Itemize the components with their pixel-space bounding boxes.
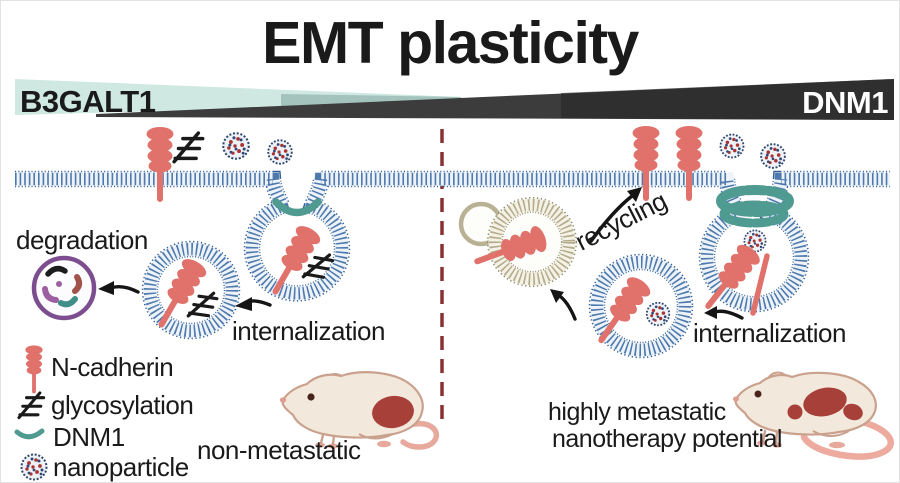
recycling-feed-arrow — [550, 289, 577, 321]
mouse-nose — [733, 396, 739, 402]
legend-label: DNM1 — [53, 422, 125, 452]
mouse-foot — [829, 441, 845, 449]
expression-gradient-band: B3GALT1 DNM1 — [15, 79, 894, 120]
legend-item-glycosylation: glycosylation — [17, 390, 194, 420]
mouse-non-metastatic — [279, 371, 439, 450]
mouse-tail — [400, 421, 439, 450]
legend-item-dnm1: DNM1 — [14, 422, 125, 452]
tumor-patch — [843, 403, 863, 421]
internalization-arrow-left — [235, 297, 272, 311]
plasma-membrane — [15, 170, 890, 313]
metastatic-caption-line1: highly metastatic — [548, 398, 726, 426]
header: EMT plasticity B3GALT1 DNM1 — [15, 10, 894, 120]
degraded-fragment — [56, 281, 62, 287]
lysosome — [31, 255, 97, 321]
mouse-foot — [328, 443, 338, 449]
nanoparticle-icon — [222, 132, 250, 160]
membrane-striations — [15, 172, 890, 311]
nanoparticle-icon — [760, 143, 786, 169]
degraded-fragment — [58, 296, 78, 308]
n-cadherin-stem — [750, 253, 770, 316]
dnm1-helix-right — [716, 185, 794, 228]
degraded-fragment — [42, 286, 59, 303]
degradation-arrow — [98, 281, 140, 295]
recycling-endosome — [487, 197, 577, 287]
mouse-eye — [754, 390, 762, 398]
legend-item-nanoparticle: nanoparticle — [20, 452, 189, 482]
internalization-arrow-right — [704, 306, 744, 320]
mouse-front-legs — [761, 429, 779, 445]
dnm1-icon — [14, 428, 45, 440]
mouse-tail — [800, 417, 894, 460]
internalization-label-left: internalization — [232, 316, 385, 346]
legend-label: glycosylation — [51, 390, 193, 420]
mouse-hind-leg — [358, 433, 394, 440]
mouse-highly-metastatic — [733, 371, 894, 460]
glycosylation-icon — [172, 131, 205, 164]
page-title: EMT plasticity — [262, 10, 639, 76]
left-panel: degradation internalization non-metastat… — [16, 127, 439, 465]
internalization-label-right: internalization — [693, 318, 846, 348]
dnm1-ring-left — [272, 198, 322, 217]
dnm1-wedge-tip-shade — [561, 79, 894, 120]
mouse-foot — [772, 442, 782, 448]
non-metastatic-caption: non-metastatic — [197, 435, 361, 465]
nanoparticle-icon — [267, 139, 293, 165]
b3galt1-label: B3GALT1 — [20, 84, 156, 119]
metastatic-caption-line2: nanotherapy potential — [552, 425, 782, 453]
legend-item-n-cadherin: N-cadherin — [25, 345, 174, 394]
legend-label: N-cadherin — [51, 352, 173, 382]
nanoparticle-icon — [645, 301, 671, 327]
nanoparticle-icon — [20, 453, 48, 481]
tumor-patch — [372, 395, 414, 429]
mouse-hind-leg — [812, 430, 850, 437]
mouse-nose — [279, 397, 287, 403]
mouse-foot — [315, 442, 325, 448]
degraded-fragment — [72, 274, 83, 294]
tumor-patch — [787, 404, 803, 420]
legend: N-cadherin glycosylation DNM1 nanopartic… — [14, 345, 194, 482]
n-cadherin-icon — [25, 345, 43, 394]
legend-label: nanoparticle — [53, 452, 189, 482]
recycling-arrow — [589, 187, 642, 243]
dnm1-label: DNM1 — [802, 85, 888, 120]
recycling-label: recycling — [570, 185, 671, 256]
degradation-label: degradation — [16, 225, 148, 255]
right-panel: recycling internalization highly metasta… — [458, 126, 894, 460]
nanoparticle-icon — [719, 133, 745, 159]
mouse-front-legs — [319, 433, 336, 446]
mouse-foot — [757, 440, 767, 446]
degraded-fragment — [45, 265, 68, 277]
mouse-foot — [377, 440, 391, 448]
endosome-right — [588, 253, 694, 359]
mouse-eye — [307, 393, 315, 401]
tumor-patch — [803, 387, 847, 417]
glycosylation-icon — [17, 391, 46, 420]
n-cadherin-icon — [675, 126, 703, 201]
n-cadherin-icon — [146, 127, 174, 202]
